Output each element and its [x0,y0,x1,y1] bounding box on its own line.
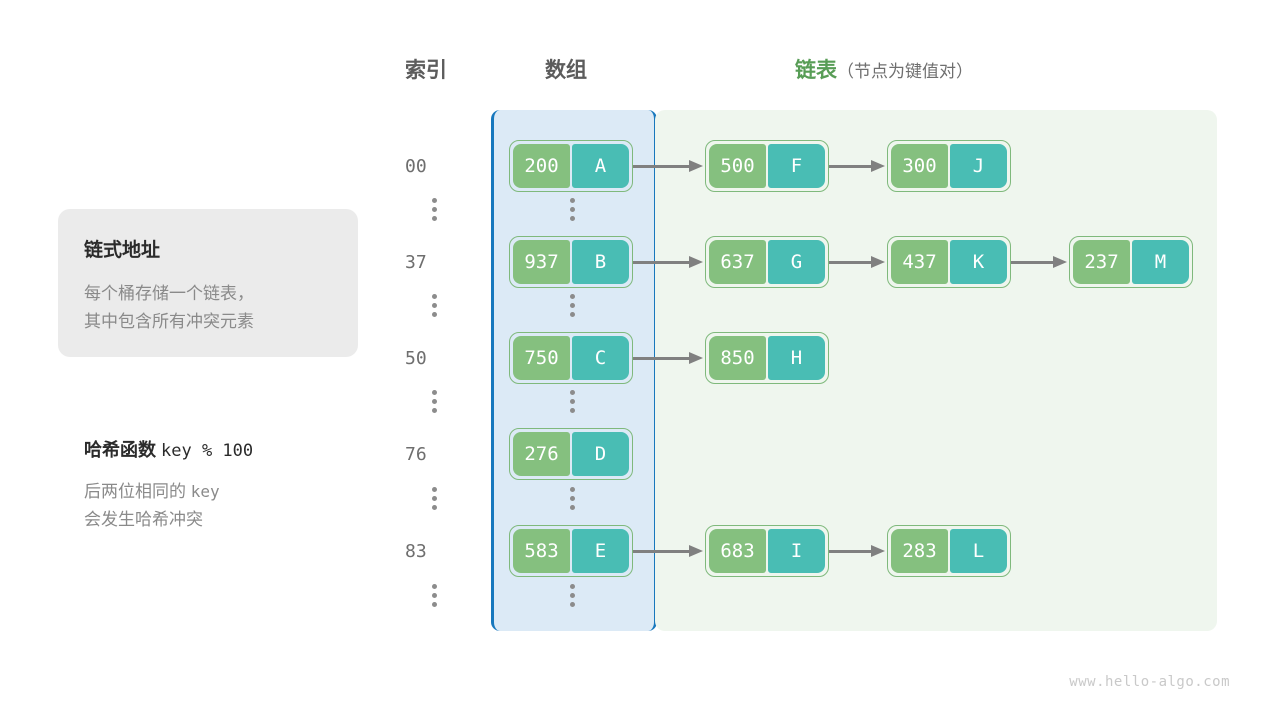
node-value-cell: F [768,144,825,188]
index-ellipsis-icon [432,198,437,221]
array-ellipsis-icon [570,487,575,510]
column-header-linked-list-main: 链表 [795,59,837,82]
node-key-cell: 500 [709,144,766,188]
array-ellipsis-icon [570,584,575,607]
node-key-cell: 850 [709,336,766,380]
bucket-index-label: 76 [405,443,427,465]
hash-function-title: 哈希函数 key % 100 [84,436,404,462]
chain-arrow-icon [829,160,887,172]
chain-arrow-icon [1011,256,1069,268]
info-card-line-2: 其中包含所有冲突元素 [84,311,254,331]
node-value-cell: B [572,240,629,284]
node-key-cell: 300 [891,144,948,188]
node-value-cell: M [1132,240,1189,284]
index-ellipsis-icon [432,390,437,413]
bucket-index-label: 83 [405,540,427,562]
node-key-cell: 583 [513,529,570,573]
column-header-linked-list-sub: （节点为键值对） [837,62,973,81]
hash-function-label: 哈希函数 [84,440,156,460]
node-key-cell: 637 [709,240,766,284]
watermark: www.hello-algo.com [1069,674,1230,690]
node-value-cell: A [572,144,629,188]
index-ellipsis-icon [432,487,437,510]
hash-function-note-line-2: 会发生哈希冲突 [84,510,203,530]
bucket-index-label: 37 [405,251,427,273]
info-card: 链式地址 每个桶存储一个链表， 其中包含所有冲突元素 [58,209,358,357]
node-value-cell: E [572,529,629,573]
hash-function-note-line-1: 后两位相同的 key [84,478,404,506]
node-value-cell: G [768,240,825,284]
array-ellipsis-icon [570,390,575,413]
hash-note-text-1: 后两位相同的 [84,482,186,501]
index-ellipsis-icon [432,584,437,607]
node-key-cell: 683 [709,529,766,573]
node-value-cell: I [768,529,825,573]
chain-arrow-icon [829,256,887,268]
node-key-cell: 237 [1073,240,1130,284]
node-value-cell: L [950,529,1007,573]
node-key-cell: 750 [513,336,570,380]
node-value-cell: C [572,336,629,380]
hash-note-mono-key: key [190,482,220,501]
hash-function-expression: key % 100 [161,441,254,461]
node-key-cell: 276 [513,432,570,476]
info-card-title: 链式地址 [84,240,161,261]
node-value-cell: K [950,240,1007,284]
info-card-line-1: 每个桶存储一个链表， [84,284,254,303]
node-key-cell: 937 [513,240,570,284]
index-ellipsis-icon [432,294,437,317]
column-header-linked-list: 链表（节点为键值对） [795,54,973,84]
node-key-cell: 283 [891,529,948,573]
bucket-index-label: 50 [405,347,427,369]
column-header-index: 索引 [405,59,447,82]
array-ellipsis-icon [570,198,575,221]
chain-arrow-icon [633,256,705,268]
hash-function-note: 哈希函数 key % 100 后两位相同的 key 会发生哈希冲突 [84,436,404,534]
node-value-cell: H [768,336,825,380]
column-header-array: 数组 [545,59,587,82]
bucket-index-label: 00 [405,155,427,177]
array-ellipsis-icon [570,294,575,317]
chain-arrow-icon [829,545,887,557]
chain-arrow-icon [633,352,705,364]
node-value-cell: D [572,432,629,476]
node-value-cell: J [950,144,1007,188]
node-key-cell: 437 [891,240,948,284]
chain-arrow-icon [633,160,705,172]
chain-arrow-icon [633,545,705,557]
node-key-cell: 200 [513,144,570,188]
